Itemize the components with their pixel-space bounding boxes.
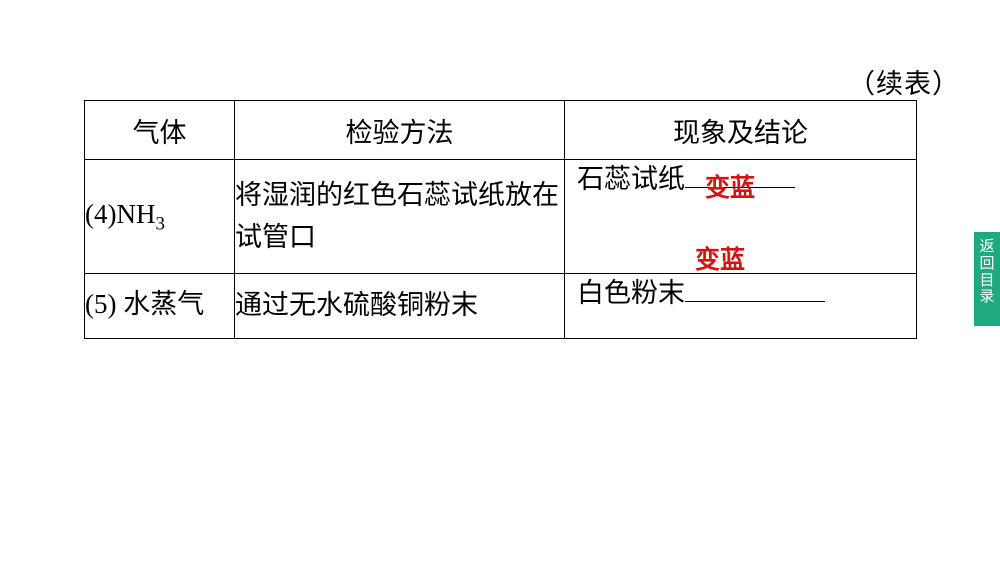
- header-cell-method: 检验方法: [234, 100, 565, 160]
- cell-conclusion-nh3: 变蓝 石蕊试纸: [564, 159, 917, 274]
- blank-underline: [685, 187, 795, 188]
- cell-conclusion-water-vapor: 变蓝 白色粉末: [564, 246, 917, 339]
- annotation-nh3: 变蓝: [705, 174, 756, 202]
- side-tab-char-4: 录: [979, 288, 995, 306]
- continued-table-label: （续表）: [848, 69, 960, 99]
- header-cell-gas: 气体: [84, 100, 235, 160]
- conclusion-wrap-water-vapor: 变蓝 白色粉末: [565, 246, 916, 338]
- conclusion-line-nh3: 石蕊试纸: [577, 164, 795, 194]
- table-header-row: 气体 检验方法 现象及结论: [84, 100, 917, 160]
- conclusion-wrap-nh3: 变蓝 石蕊试纸: [565, 160, 916, 273]
- cell-gas-water-vapor: (5) 水蒸气: [84, 273, 235, 339]
- cell-gas-nh3: (4)NH3: [84, 159, 235, 274]
- side-tab-char-2: 回: [979, 254, 995, 272]
- side-tab-char-3: 目: [979, 271, 995, 289]
- gas-test-table: 气体 检验方法 现象及结论 (4)NH3 将湿润的红色石蕊试纸放在试管口 变蓝 …: [84, 100, 917, 339]
- cell-method-nh3: 将湿润的红色石蕊试纸放在试管口: [234, 159, 565, 274]
- header-cell-conclusion: 现象及结论: [564, 100, 917, 160]
- conclusion-line-water-vapor: 白色粉末: [577, 278, 825, 308]
- gas-label-nh3: (4)NH3: [85, 199, 165, 235]
- table-row: (4)NH3 将湿润的红色石蕊试纸放在试管口 变蓝 石蕊试纸: [84, 159, 917, 274]
- blank-underline: [685, 301, 825, 302]
- gas-label-water-vapor: (5) 水蒸气: [85, 288, 205, 319]
- return-to-contents-button[interactable]: 返 回 目 录: [974, 232, 1000, 326]
- annotation-water-vapor: 变蓝: [695, 246, 746, 274]
- table-row: (5) 水蒸气 通过无水硫酸铜粉末 变蓝 白色粉末: [84, 246, 917, 339]
- side-tab-char-1: 返: [979, 238, 995, 255]
- cell-method-water-vapor: 通过无水硫酸铜粉末: [234, 273, 565, 339]
